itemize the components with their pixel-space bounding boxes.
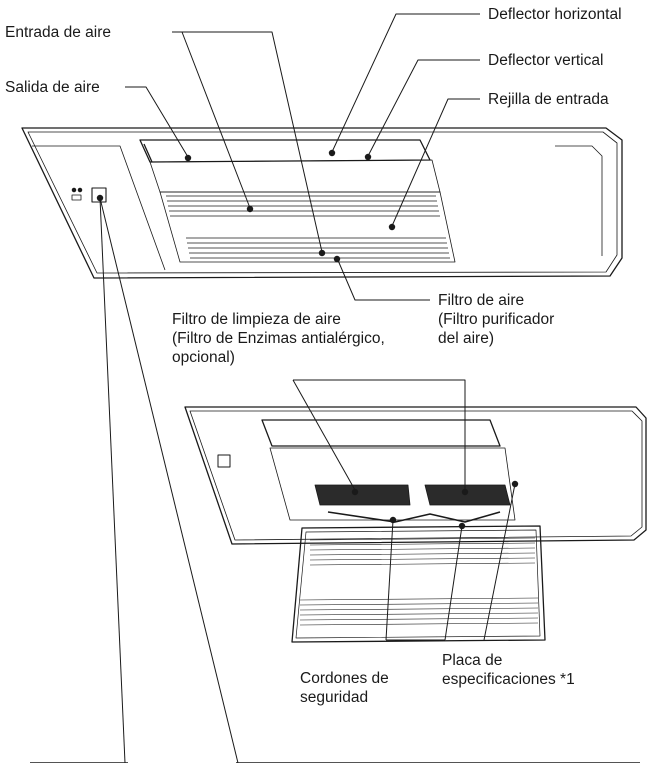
label-deflector-vertical: Deflector vertical	[488, 52, 604, 69]
top-panel	[21, 127, 623, 279]
leader-dots	[96, 149, 519, 530]
label-entrada-aire: Entrada de aire	[5, 24, 111, 41]
label-filtro-aire: Filtro de aire (Filtro purificador del a…	[438, 292, 555, 347]
label-placa-especificaciones: Placa de especificaciones *1	[442, 652, 575, 688]
label-filtro-limpieza: Filtro de limpieza de aire (Filtro de En…	[172, 311, 385, 366]
bottom-panel	[184, 406, 647, 643]
leader-lines	[30, 13, 640, 763]
label-deflector-horizontal: Deflector horizontal	[488, 6, 622, 23]
label-cordones-seguridad: Cordones de seguridad	[300, 670, 389, 706]
label-salida-aire: Salida de aire	[5, 79, 100, 96]
label-rejilla-entrada: Rejilla de entrada	[488, 91, 609, 108]
